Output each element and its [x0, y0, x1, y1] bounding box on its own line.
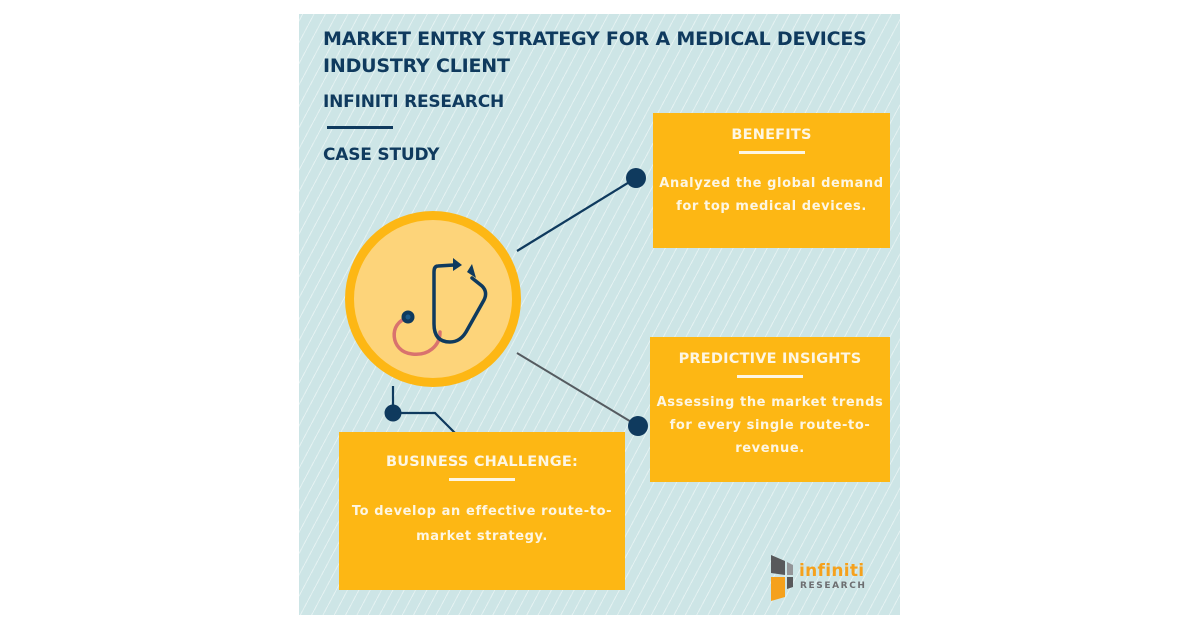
logo-subtitle: RESEARCH: [800, 581, 867, 591]
challenge-text: To develop an effective route-to-market …: [351, 504, 613, 544]
page-title: MARKET ENTRY STRATEGY FOR A MEDICAL DEVI…: [323, 28, 867, 77]
insights-divider: [737, 375, 803, 378]
benefits-card: BENEFITS Analyzed the global demand for …: [653, 113, 890, 248]
challenge-heading: BUSINESS CHALLENGE:: [386, 454, 578, 470]
stethoscope-badge: [345, 211, 521, 387]
connector-lines: [384, 168, 648, 436]
title-divider: [327, 126, 393, 129]
infographic-panel: MARKET ENTRY STRATEGY FOR A MEDICAL DEVI…: [299, 14, 900, 615]
stethoscope-icon: [392, 258, 488, 356]
insights-text: Assessing the market trends for every si…: [656, 395, 884, 456]
business-challenge-card: BUSINESS CHALLENGE: To develop an effect…: [339, 432, 625, 590]
logo-mark-icon: [771, 555, 793, 601]
benefits-text: Analyzed the global demand for top medic…: [659, 176, 884, 214]
predictive-insights-card: PREDICTIVE INSIGHTS Assessing the market…: [650, 337, 890, 482]
logo-wordmark: infiniti: [799, 561, 865, 581]
benefits-divider: [738, 151, 805, 154]
organization-name: INFINITI RESEARCH: [323, 92, 504, 112]
benefits-heading: BENEFITS: [731, 127, 812, 143]
insights-heading: PREDICTIVE INSIGHTS: [678, 351, 862, 367]
challenge-divider: [449, 478, 515, 481]
infiniti-logo: infiniti RESEARCH: [769, 553, 869, 601]
case-study-label: CASE STUDY: [323, 145, 440, 165]
